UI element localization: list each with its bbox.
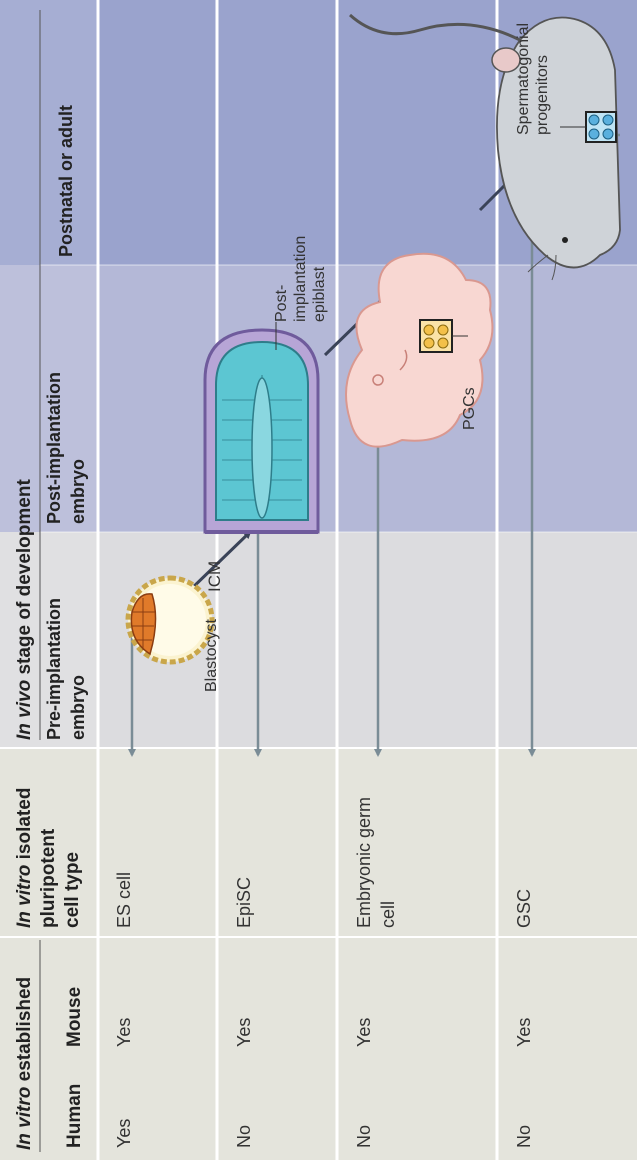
cell-type-header: In vitro isolated xyxy=(14,788,35,928)
row1-cell-type: ES cell xyxy=(114,872,134,928)
in-vitro-established-header: In vitro established xyxy=(14,977,35,1150)
pgc-box xyxy=(420,320,452,352)
row2-mouse: Yes xyxy=(234,1018,254,1047)
proamniotic-cavity xyxy=(252,378,272,518)
pgcs-label: PGCs xyxy=(461,387,478,430)
row1-human: Yes xyxy=(114,1119,134,1148)
cell-type-header-line3: cell type xyxy=(62,852,83,928)
row3-cell-type-line2: cell xyxy=(378,901,398,928)
row1-mouse: Yes xyxy=(114,1018,134,1047)
row4-mouse: Yes xyxy=(514,1018,534,1047)
stage-post-implantation-line2: embryo xyxy=(68,459,88,524)
row2-cell-type: EpiSC xyxy=(234,877,254,928)
stage-postnatal: Postnatal or adult xyxy=(56,105,76,257)
left-columns-bg xyxy=(0,748,637,1160)
post-label-line2: implantation xyxy=(292,236,309,322)
row3-cell-type: Embryonic germ xyxy=(354,797,374,928)
row4-human: No xyxy=(514,1125,534,1148)
post-label-line3: epiblast xyxy=(311,266,328,322)
stage-post-implantation-line1: Post-implantation xyxy=(44,372,64,524)
row4-cell-type: GSC xyxy=(514,889,534,928)
sperm-label-line1: Spermatogonial xyxy=(515,23,532,135)
blastocyst-label: Blastocyst xyxy=(203,619,220,692)
human-header: Human xyxy=(64,1084,85,1148)
blastocyst-illustration xyxy=(128,578,212,662)
epiblast-illustration xyxy=(205,330,318,532)
sperm-label-line2: progenitors xyxy=(534,55,551,135)
cell-type-header-line2: pluripotent xyxy=(38,828,59,928)
mouse-header: Mouse xyxy=(64,987,85,1047)
stage-header: In vivo stage of development xyxy=(14,479,35,740)
stage-pre-implantation-line2: embryo xyxy=(68,675,88,740)
row2-human: No xyxy=(234,1125,254,1148)
stage-pre-implantation-line1: Pre-implantation xyxy=(44,598,64,740)
row3-human: No xyxy=(354,1125,374,1148)
post-label-line1: Post- xyxy=(273,285,290,322)
icm-label: ICM xyxy=(205,561,224,592)
row3-mouse: Yes xyxy=(354,1018,374,1047)
